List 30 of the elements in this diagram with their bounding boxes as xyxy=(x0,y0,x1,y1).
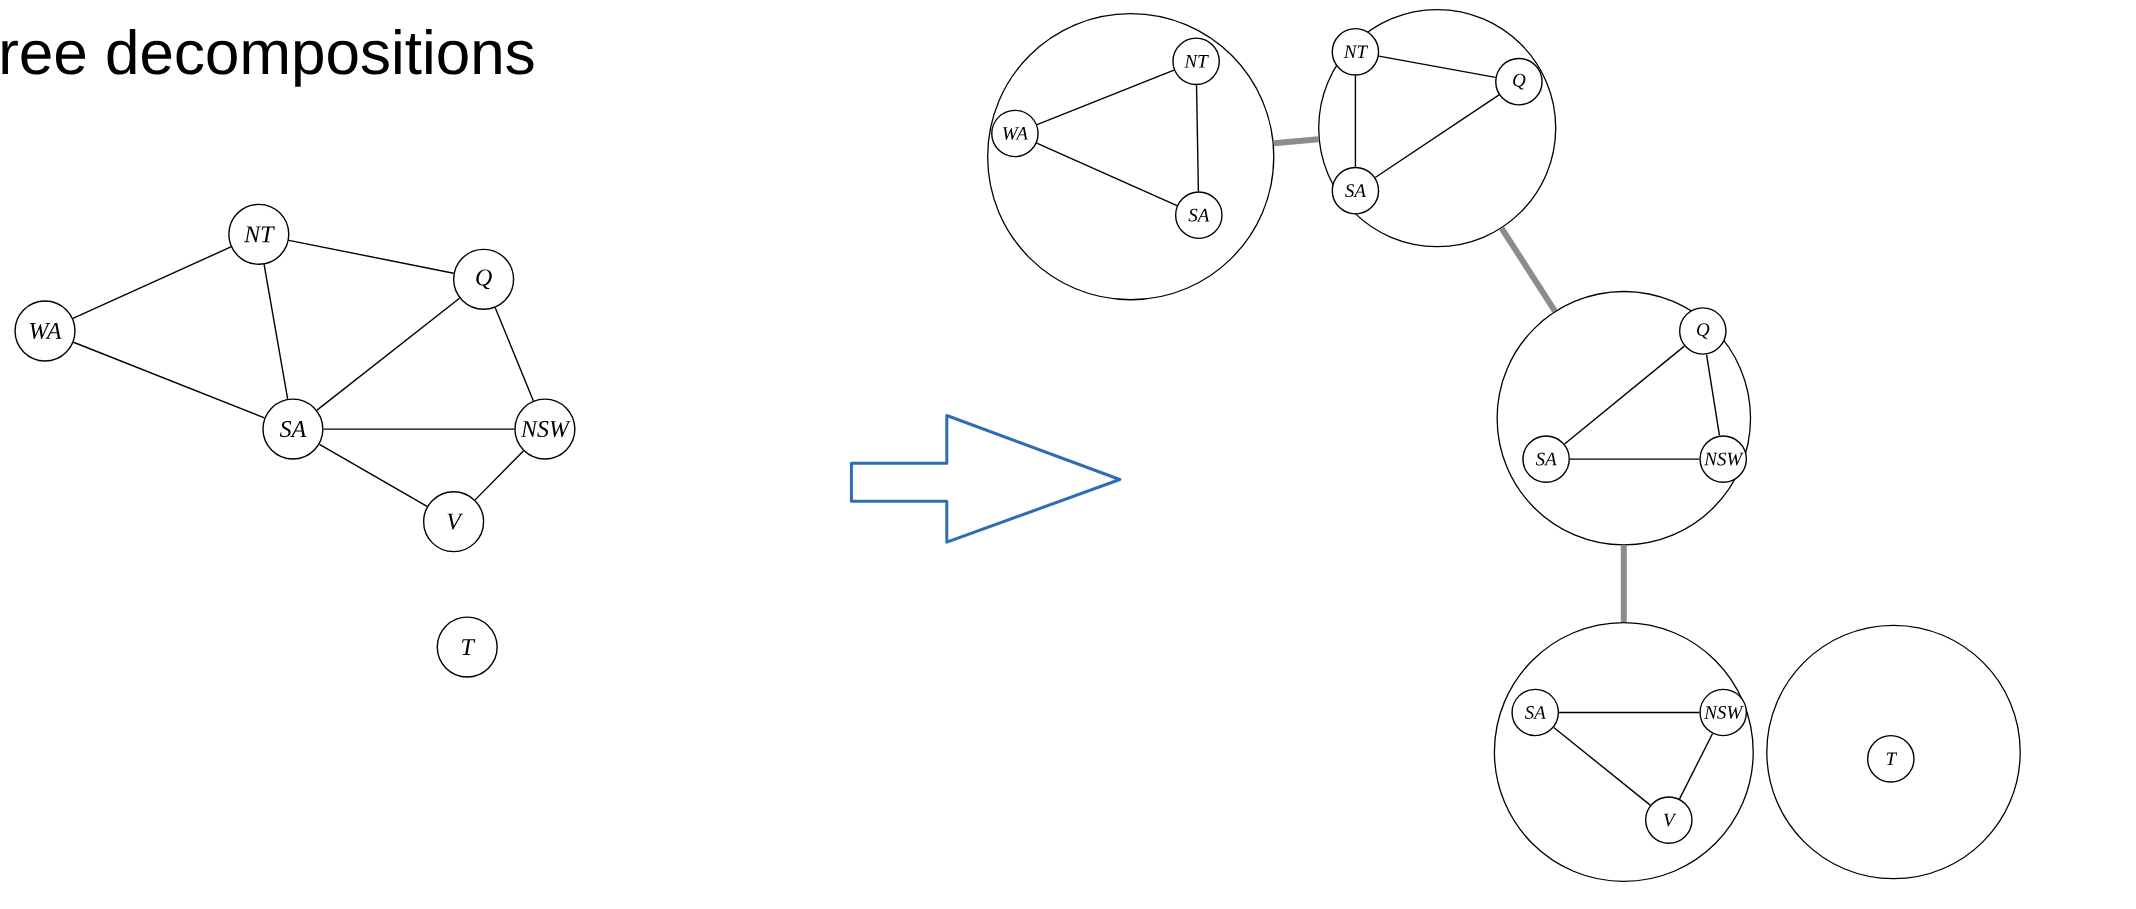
edge-line xyxy=(1563,345,1686,445)
edge-line xyxy=(1036,142,1178,207)
edge-line xyxy=(322,428,515,430)
edge-line xyxy=(72,246,232,320)
edge-line xyxy=(318,443,428,508)
tree-edge xyxy=(1499,226,1558,313)
edge-line xyxy=(1558,711,1701,714)
edge-line xyxy=(1569,458,1701,460)
cluster-circle xyxy=(1496,290,1752,546)
edge-line xyxy=(263,263,289,400)
edge-line xyxy=(1553,726,1651,806)
cluster-circle xyxy=(1493,621,1754,883)
tree-edge xyxy=(1620,545,1627,622)
edge-line xyxy=(494,306,534,402)
edge-line xyxy=(1036,69,1175,126)
edge-line xyxy=(1374,94,1500,179)
edge-line xyxy=(1378,55,1497,79)
edge-line xyxy=(1678,733,1714,800)
title: ree decompositions xyxy=(2,29,534,87)
edge-line xyxy=(1705,353,1721,437)
edge-line xyxy=(474,450,525,501)
cluster-circle xyxy=(1318,8,1557,248)
edge-line xyxy=(316,297,461,411)
cluster-circle xyxy=(1766,624,2021,880)
edge-line xyxy=(72,341,266,419)
cluster-circle xyxy=(987,13,1275,301)
edge-line xyxy=(1354,74,1357,168)
edge-line xyxy=(288,239,455,274)
tree-edge xyxy=(1273,136,1319,147)
edge-line xyxy=(1195,84,1200,193)
